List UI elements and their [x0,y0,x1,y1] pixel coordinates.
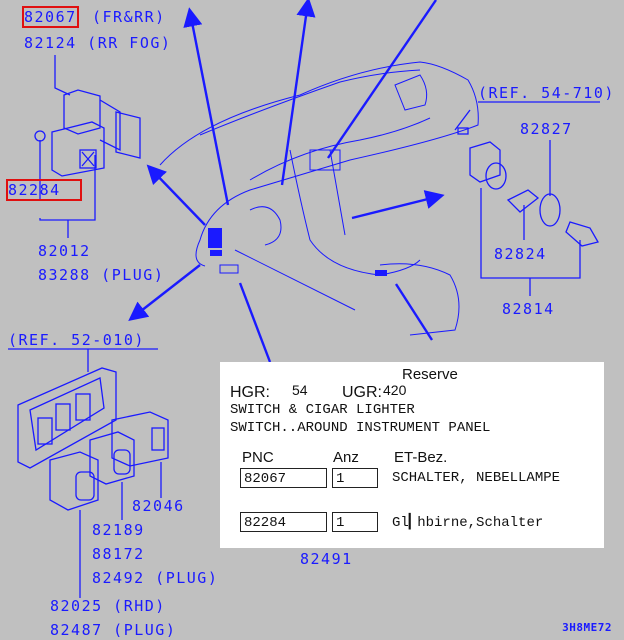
part-number-82827[interactable]: 82827 [520,120,573,138]
part-number-82189[interactable]: 82189 [92,521,145,539]
anz-field-row2[interactable]: 1 [332,512,378,532]
ugr-value: 420 [383,382,407,398]
hgr-value: 54 [292,382,308,398]
ugr-label: UGR: [342,384,382,401]
subgroup-title: SWITCH..AROUND INSTRUMENT PANEL [230,420,491,436]
reference-54-710[interactable]: (REF. 54-710) [478,84,615,102]
part-number-82491[interactable]: 82491 [300,550,353,568]
part-note-fr-rr: (FR&RR) [92,8,166,26]
part-number-82067-highlighted[interactable]: 82067 [22,6,79,28]
col-anz-header: Anz [333,449,359,466]
reference-52-010[interactable]: (REF. 52-010) [8,331,145,349]
col-etbez-header: ET-Bez. [394,449,448,466]
part-number-88172[interactable]: 88172 [92,545,145,563]
part-number-82284-highlighted[interactable]: 82284 [6,179,82,201]
pnc-field-row2[interactable]: 82284 [240,512,327,532]
part-number-82814[interactable]: 82814 [502,300,555,318]
anz-field-row1[interactable]: 1 [332,468,378,488]
col-pnc-header: PNC [242,449,274,466]
switch-assembly-top-left [34,89,141,177]
part-number-82046[interactable]: 82046 [132,497,185,515]
part-number-82487-plug[interactable]: 82487 (PLUG) [50,621,177,639]
diagram-code: 3H8ME72 [562,621,612,634]
description-row2: Gl▎hbirne,Schalter [392,515,544,531]
part-number-82124[interactable]: 82124 (RR FOG) [24,34,172,52]
part-number-82492-plug[interactable]: 82492 (PLUG) [92,569,219,587]
hgr-label: HGR: [230,384,270,401]
part-number-82025-rhd[interactable]: 82025 (RHD) [50,597,166,615]
switch-panel-bottom-left [17,367,169,511]
dashboard-switch-marks [208,228,387,276]
leader-lines [8,55,600,598]
cigar-lighter-assembly [457,127,599,247]
description-row1: SCHALTER, NEBELLAMPE [392,470,561,486]
part-number-82824[interactable]: 82824 [494,245,547,263]
pointer-arrows [128,0,445,363]
part-number-82012[interactable]: 82012 [38,242,91,260]
pnc-field-row1[interactable]: 82067 [240,468,327,488]
part-number-83288-plug[interactable]: 83288 (PLUG) [38,266,165,284]
part-info-panel: Reserve HGR: 54 UGR: 420 SWITCH & CIGAR … [220,362,604,548]
group-title: SWITCH & CIGAR LIGHTER [230,402,415,418]
dashboard-illustration [159,61,479,336]
reserve-label: Reserve [402,366,458,383]
